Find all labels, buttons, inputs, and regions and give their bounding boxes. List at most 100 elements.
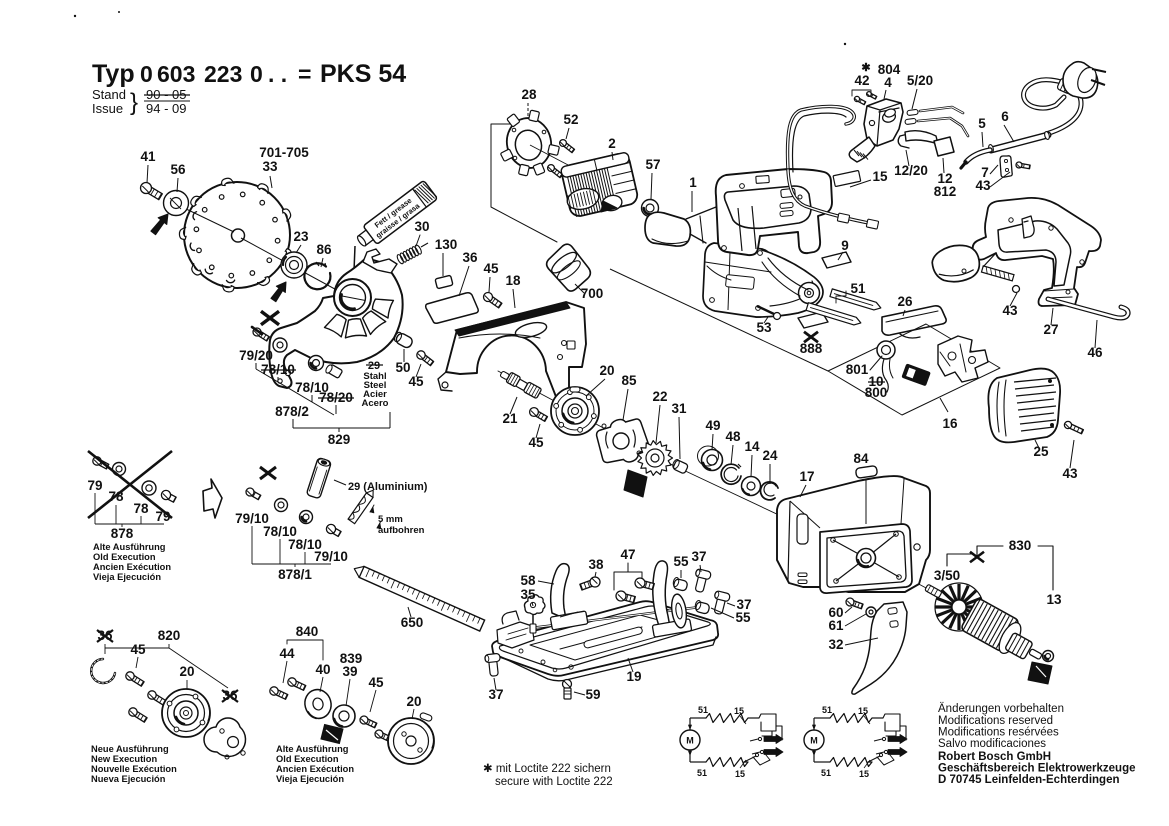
svg-text:17: 17 [799, 469, 814, 484]
svg-text:804: 804 [878, 62, 901, 77]
svg-text:aufbohren: aufbohren [378, 525, 425, 536]
svg-text:41: 41 [140, 149, 156, 164]
svg-text:39: 39 [342, 664, 357, 679]
svg-text:43: 43 [1002, 303, 1018, 318]
svg-text:61: 61 [828, 618, 844, 633]
svg-text:Nouvelle Exécution: Nouvelle Exécution [91, 764, 177, 774]
svg-text:29: 29 [368, 360, 380, 372]
svg-text:830: 830 [1009, 538, 1032, 553]
svg-text:55: 55 [735, 610, 751, 625]
svg-text:5: 5 [978, 116, 986, 131]
svg-text:5/20: 5/20 [907, 73, 933, 88]
svg-text:7: 7 [981, 165, 989, 180]
svg-text:45: 45 [408, 374, 424, 389]
svg-text:878: 878 [111, 526, 134, 541]
svg-text:60: 60 [828, 605, 843, 620]
svg-text:Geschäftsbereich Elektrowerkze: Geschäftsbereich Elektrowerkzeuge [938, 763, 1136, 775]
svg-text:28: 28 [521, 87, 537, 102]
svg-text:51: 51 [697, 768, 707, 778]
svg-text:Steel: Steel [364, 380, 387, 391]
svg-text:Stand: Stand [92, 87, 126, 102]
svg-text:79: 79 [155, 509, 170, 524]
svg-text:878/2: 878/2 [275, 404, 309, 419]
svg-text:52: 52 [563, 112, 578, 127]
svg-text:43: 43 [975, 178, 991, 193]
svg-text:25: 25 [1033, 444, 1049, 459]
svg-text:16: 16 [942, 416, 958, 431]
svg-text:78: 78 [133, 501, 149, 516]
svg-text:PKS 54: PKS 54 [320, 60, 406, 88]
svg-text:M: M [810, 736, 818, 746]
svg-text:3/50: 3/50 [934, 568, 960, 583]
svg-text:37: 37 [736, 597, 751, 612]
svg-text:Alte Ausführung: Alte Ausführung [276, 744, 349, 754]
svg-text:47: 47 [620, 547, 635, 562]
svg-text:Typ: Typ [92, 60, 135, 88]
svg-text:45: 45 [130, 642, 146, 657]
svg-text:78/10: 78/10 [295, 380, 329, 395]
svg-text:20: 20 [179, 664, 194, 679]
svg-text:94 - 09: 94 - 09 [146, 101, 186, 116]
svg-text:51: 51 [822, 705, 832, 715]
svg-text:85: 85 [621, 373, 637, 388]
svg-text:43: 43 [1062, 466, 1078, 481]
svg-text:}: } [130, 89, 138, 116]
svg-text:223: 223 [204, 61, 242, 87]
svg-text:45: 45 [483, 261, 499, 276]
svg-text:78: 78 [108, 489, 124, 504]
svg-text:700: 700 [581, 286, 604, 301]
svg-text:23: 23 [293, 229, 309, 244]
svg-text:812: 812 [934, 184, 957, 199]
svg-text:15: 15 [872, 169, 888, 184]
svg-text:86: 86 [316, 242, 332, 257]
svg-text:15: 15 [858, 706, 868, 716]
svg-text:12: 12 [937, 171, 952, 186]
svg-text:49: 49 [705, 418, 720, 433]
svg-text:40: 40 [315, 662, 330, 677]
svg-text:Modifications reserved: Modifications reserved [938, 715, 1053, 727]
svg-text:Vieja Ejecución: Vieja Ejecución [93, 572, 161, 582]
svg-text:38: 38 [588, 557, 604, 572]
svg-text:820: 820 [158, 628, 181, 643]
svg-text:44: 44 [279, 646, 295, 661]
svg-text:Nueva Ejecución: Nueva Ejecución [91, 774, 166, 784]
svg-text:33: 33 [262, 159, 278, 174]
svg-text:21: 21 [502, 411, 518, 426]
svg-text:20: 20 [599, 363, 614, 378]
svg-text:888: 888 [800, 341, 823, 356]
svg-text:New Execution: New Execution [91, 754, 157, 764]
svg-text:Issue: Issue [92, 101, 123, 116]
svg-text:32: 32 [828, 637, 843, 652]
svg-text:800: 800 [865, 385, 888, 400]
svg-text:Stahl: Stahl [363, 371, 386, 382]
svg-text:Änderungen vorbehalten: Änderungen vorbehalten [938, 703, 1064, 715]
svg-text:Ancien Exécution: Ancien Exécution [93, 562, 171, 572]
svg-text:Alte Ausführung: Alte Ausführung [93, 542, 166, 552]
svg-text:58: 58 [520, 573, 536, 588]
svg-text:53: 53 [756, 320, 772, 335]
svg-text:Modifications resérvées: Modifications resérvées [938, 727, 1059, 739]
svg-text:42: 42 [854, 73, 869, 88]
svg-text:79/10: 79/10 [235, 511, 269, 526]
svg-text:15: 15 [735, 769, 745, 779]
svg-text:1: 1 [689, 175, 697, 190]
svg-text:701-705: 701-705 [259, 145, 309, 160]
svg-text:Neue Ausführung: Neue Ausführung [91, 744, 169, 754]
svg-text:829: 829 [328, 432, 351, 447]
svg-text:50: 50 [395, 360, 410, 375]
svg-text:Old Execution: Old Execution [276, 754, 339, 764]
svg-text:51: 51 [698, 705, 708, 715]
svg-text:9: 9 [841, 238, 849, 253]
svg-text:0: 0 [250, 61, 263, 87]
svg-text:56: 56 [170, 162, 186, 177]
svg-text:801: 801 [846, 362, 869, 377]
svg-text:Acero: Acero [362, 398, 389, 409]
svg-text:37: 37 [691, 549, 706, 564]
svg-text:4: 4 [884, 75, 892, 90]
svg-text:27: 27 [1043, 322, 1058, 337]
svg-text:Old Execution: Old Execution [93, 552, 156, 562]
svg-text:78/10: 78/10 [263, 524, 297, 539]
svg-text:130: 130 [435, 237, 458, 252]
svg-text:=: = [298, 61, 311, 87]
svg-text:Salvo modificaciones: Salvo modificaciones [938, 738, 1046, 750]
